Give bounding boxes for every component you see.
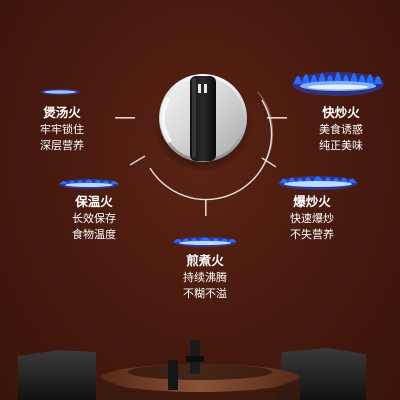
flame-icon-simmer — [173, 237, 237, 247]
mode-blast-line2: 不失营养 — [290, 228, 334, 241]
mode-warm: 保温火 长效保存 食物温度 — [66, 193, 122, 243]
mode-warm-line1: 长效保存 — [72, 212, 116, 225]
flame-icon-small-boil — [40, 89, 80, 95]
burner-peg-left — [168, 360, 178, 390]
mode-simmer: 煎煮火 持续沸腾 不糊不溢 — [177, 252, 233, 302]
flame-icon-warm — [59, 179, 119, 189]
mode-simmer-line1: 持续沸腾 — [183, 271, 227, 284]
mode-quick-line2: 纯正美味 — [319, 139, 363, 152]
mode-boil-line1: 牢牢锁住 — [40, 123, 84, 136]
guide-arc-highlight — [257, 91, 274, 169]
tick-simmer — [205, 200, 207, 216]
tick-quick — [267, 117, 287, 119]
mode-blast-title: 爆炒火 — [293, 194, 331, 209]
mode-blast: 爆炒火 快速爆炒 不失营养 — [284, 193, 340, 243]
tick-warm — [129, 155, 146, 166]
tick-boil — [115, 117, 135, 119]
mode-blast-line1: 快速爆炒 — [290, 212, 334, 225]
mode-quick-title: 快炒火 — [322, 105, 360, 120]
mode-boil: 煲汤火 牢牢锁住 深层营养 — [34, 104, 90, 154]
pan-support-left — [18, 350, 96, 400]
control-knob[interactable] — [153, 71, 253, 171]
tick-blast — [261, 157, 277, 168]
mode-quick: 快炒火 美食诱惑 纯正美味 — [313, 104, 369, 154]
mode-boil-line2: 深层营养 — [40, 139, 84, 152]
mode-warm-title: 保温火 — [75, 194, 113, 209]
guide-arc — [149, 99, 273, 201]
mode-boil-title: 煲汤火 — [43, 105, 81, 120]
flame-icon-blast — [278, 176, 358, 190]
mode-warm-line2: 食物温度 — [72, 228, 116, 241]
mode-quick-line1: 美食诱惑 — [319, 123, 363, 136]
mode-simmer-line2: 不糊不溢 — [183, 287, 227, 300]
flame-icon-quick — [292, 72, 384, 96]
mode-simmer-title: 煎煮火 — [186, 253, 224, 268]
